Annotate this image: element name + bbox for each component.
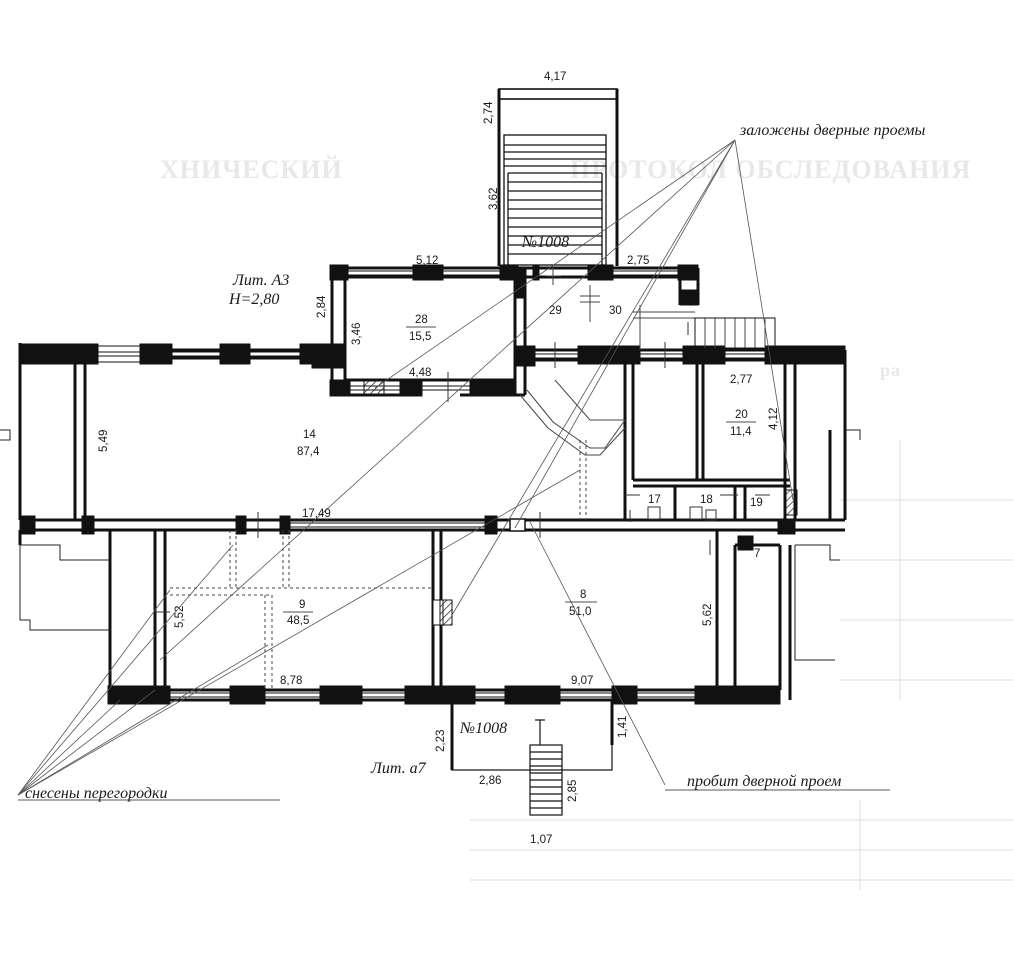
dim-top-stair-depth: 2,74 <box>483 101 495 124</box>
dim-porch-width: 2,86 <box>479 775 501 787</box>
lit-a7-label: Лит. а7 <box>370 760 427 777</box>
removed-partitions <box>170 440 587 690</box>
dim-a3-height: 2,84 <box>316 295 328 318</box>
room-28-number: 28 <box>415 314 428 326</box>
angled-partitions <box>519 266 776 456</box>
faded-title-fragment: ХНИЧЕСКИЙ <box>160 155 343 184</box>
room-8-number: 8 <box>580 589 586 601</box>
room-14-area: 87,4 <box>297 446 320 458</box>
dim-room8-depth: 5,62 <box>702 604 714 626</box>
annotation-partitions-removed: снесены перегородки <box>25 785 168 802</box>
dimension-labels: 4,17 2,74 3,62 5,12 2,75 2,84 3,46 4,48 … <box>98 71 780 846</box>
door-symbols <box>155 322 770 613</box>
dim-porch-right: 1,41 <box>617 716 629 738</box>
lower-porch <box>450 699 614 816</box>
dim-lower-stair: 2,85 <box>567 780 579 802</box>
room-7-number: 7 <box>754 548 760 560</box>
bricked-openings <box>363 379 798 626</box>
upper-stair <box>497 88 619 266</box>
italic-labels: Лит. А3 H=2,80 №1008 №1008 Лит. а7 залож… <box>25 122 925 802</box>
faded-title-fragment-2: ПРОТОКОЛ ОБСЛЕДОВАНИЯ <box>570 155 971 184</box>
dim-room28-width: 4,48 <box>409 367 431 379</box>
room-9-number: 9 <box>299 599 305 611</box>
faded-table-lines <box>470 440 1013 890</box>
dim-bottom-right: 9,07 <box>571 675 593 687</box>
dim-lower-stair-width: 1,07 <box>530 834 552 846</box>
building-number-bottom: №1008 <box>459 720 507 737</box>
room-17-number: 17 <box>648 494 661 506</box>
room-19-number: 19 <box>750 497 763 509</box>
room-20-area: 11,4 <box>730 426 752 438</box>
annotation-door-cut: пробит дверной проем <box>687 773 841 790</box>
room-9-area: 48,5 <box>287 615 309 627</box>
faded-background-text: ХНИЧЕСКИЙ ПРОТОКОЛ ОБСЛЕДОВАНИЯ ра <box>160 155 971 380</box>
dim-room20-width: 2,77 <box>730 374 752 386</box>
height-label: H=2,80 <box>228 291 279 308</box>
room-8-area: 51,0 <box>569 606 591 618</box>
annotation-doors-bricked: заложены дверные проемы <box>739 122 925 139</box>
dim-porch-depth: 2,23 <box>435 730 447 752</box>
break-lines <box>0 429 861 661</box>
dim-bottom-left: 8,78 <box>280 675 302 687</box>
dim-stair-run: 3,62 <box>488 188 500 210</box>
dim-hall-depth: 5,49 <box>98 430 110 452</box>
room-28-area: 15,5 <box>409 331 431 343</box>
dim-room28-depth: 3,46 <box>351 323 363 345</box>
annotation-leaders <box>17 139 890 801</box>
faded-side-fragment: ра <box>880 360 901 380</box>
room-labels: 28 15,5 29 30 14 87,4 20 11,4 17 18 19 7… <box>283 305 763 627</box>
room-30-number: 30 <box>609 305 622 317</box>
dim-a3-width: 5,12 <box>416 255 438 267</box>
building-number-top: №1008 <box>521 234 569 251</box>
dim-top-stair-width: 4,17 <box>544 71 566 83</box>
window-panes <box>98 270 765 698</box>
room-18-number: 18 <box>700 494 713 506</box>
dim-room20-depth: 4,12 <box>768 408 780 430</box>
dim-a3-right: 2,75 <box>627 255 649 267</box>
lit-a3-label: Лит. А3 <box>232 272 289 289</box>
dim-room9-depth: 5,52 <box>174 606 186 628</box>
room-20-number: 20 <box>735 409 748 421</box>
dim-middle-wall: 17,49 <box>302 508 331 520</box>
room-29-number: 29 <box>549 305 562 317</box>
walls <box>18 266 847 702</box>
room-14-number: 14 <box>303 429 316 441</box>
